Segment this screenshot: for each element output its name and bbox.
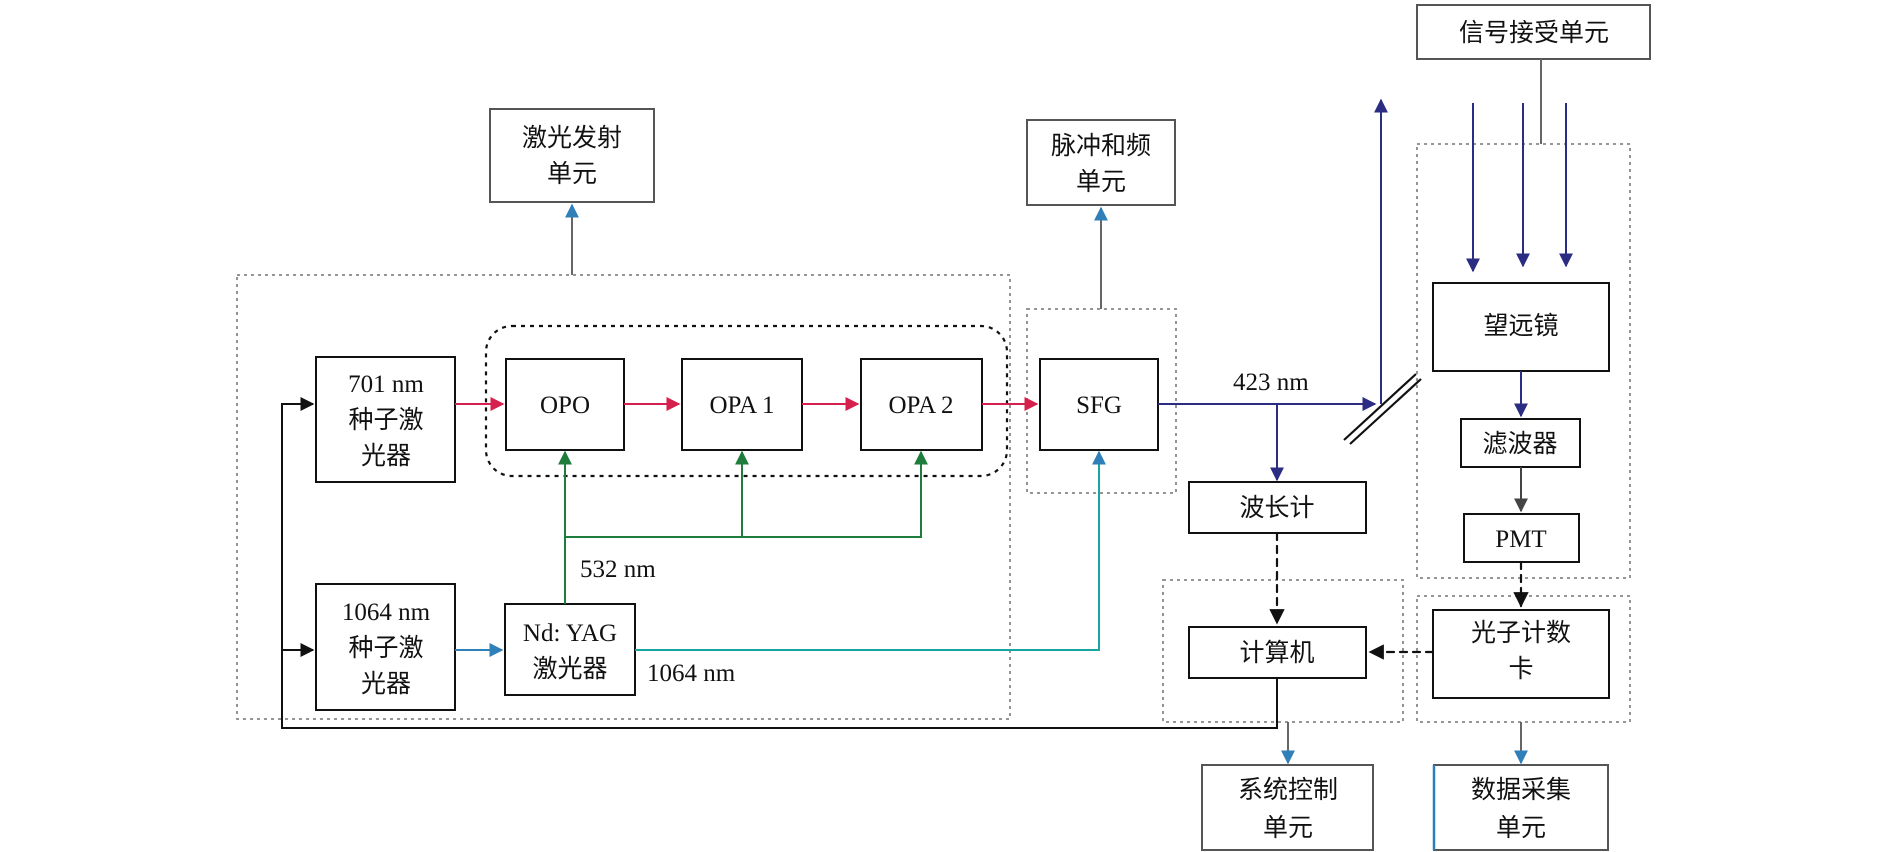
pulse-sfg-unit-box xyxy=(1026,119,1176,206)
photon-counter-line2: 卡 xyxy=(1508,655,1533,683)
seed-1064-line2: 种子激 xyxy=(348,634,423,662)
photon-counter-box xyxy=(1432,609,1610,699)
beam-1064-to-sfg xyxy=(635,450,1106,651)
label-532nm: 532 nm xyxy=(580,556,656,583)
telescope-label: 望远镜 xyxy=(1483,312,1558,340)
ndyag-line2: 激光器 xyxy=(532,655,607,683)
seed-701-line3: 光器 xyxy=(361,442,411,470)
laser-emission-frame xyxy=(236,274,1011,720)
seed-701-line1: 701 nm xyxy=(348,371,424,398)
opa1-label: OPA 1 xyxy=(709,392,774,419)
seed-1064-line1: 1064 nm xyxy=(342,599,431,626)
mirror-line-b xyxy=(1349,378,1422,445)
seed-701-line2: 种子激 xyxy=(348,406,423,434)
seed-1064-box xyxy=(315,583,456,711)
laser-emission-unit-line1: 激光发射 xyxy=(522,124,622,152)
system-control-unit-box xyxy=(1201,764,1374,851)
pmt-label: PMT xyxy=(1495,526,1546,553)
ndyag-line1: Nd: YAG xyxy=(523,620,617,647)
opa2-label: OPA 2 xyxy=(888,392,953,419)
seed-701-box xyxy=(315,356,456,483)
wavemeter-label: 波长计 xyxy=(1239,494,1314,522)
system-control-unit-line1: 系统控制 xyxy=(1238,776,1338,804)
signal-receive-unit-box xyxy=(1416,4,1651,60)
parametric-group-frame xyxy=(484,324,1009,478)
computer-label: 计算机 xyxy=(1239,639,1314,667)
feedback-to-seed701 xyxy=(281,397,1278,729)
filter-box xyxy=(1460,418,1581,468)
pulse-sfg-unit-line2: 单元 xyxy=(1076,168,1126,196)
label-1064nm: 1064 nm xyxy=(647,660,736,687)
opo-label: OPO xyxy=(540,392,590,419)
pump-532-to-opa1 xyxy=(565,450,749,538)
pump-532-to-opa2 xyxy=(742,450,928,538)
wavemeter-box xyxy=(1188,481,1367,534)
laser-emission-unit-line2: 单元 xyxy=(547,160,597,188)
label-423nm: 423 nm xyxy=(1233,369,1309,396)
mirror-line-a xyxy=(1343,373,1417,441)
telescope-box xyxy=(1432,282,1610,372)
sfg-box xyxy=(1039,358,1159,451)
laser-emission-unit-box xyxy=(489,108,655,203)
opo-box xyxy=(505,358,625,451)
system-control-unit-line2: 单元 xyxy=(1263,814,1313,842)
computer-box xyxy=(1188,626,1367,679)
filter-label: 滤波器 xyxy=(1482,430,1557,458)
sfg-label: SFG xyxy=(1076,392,1122,419)
signal-receive-unit-label: 信号接受单元 xyxy=(1459,19,1609,47)
data-acquisition-unit-line2: 单元 xyxy=(1496,814,1546,842)
seed-1064-line3: 光器 xyxy=(361,670,411,698)
photon-counter-line1: 光子计数 xyxy=(1471,619,1571,647)
pmt-box xyxy=(1463,513,1580,563)
data-acquisition-unit-box xyxy=(1433,764,1609,851)
pulse-sfg-unit-line1: 脉冲和频 xyxy=(1051,132,1151,160)
data-acquisition-unit-line1: 数据采集 xyxy=(1471,776,1571,804)
